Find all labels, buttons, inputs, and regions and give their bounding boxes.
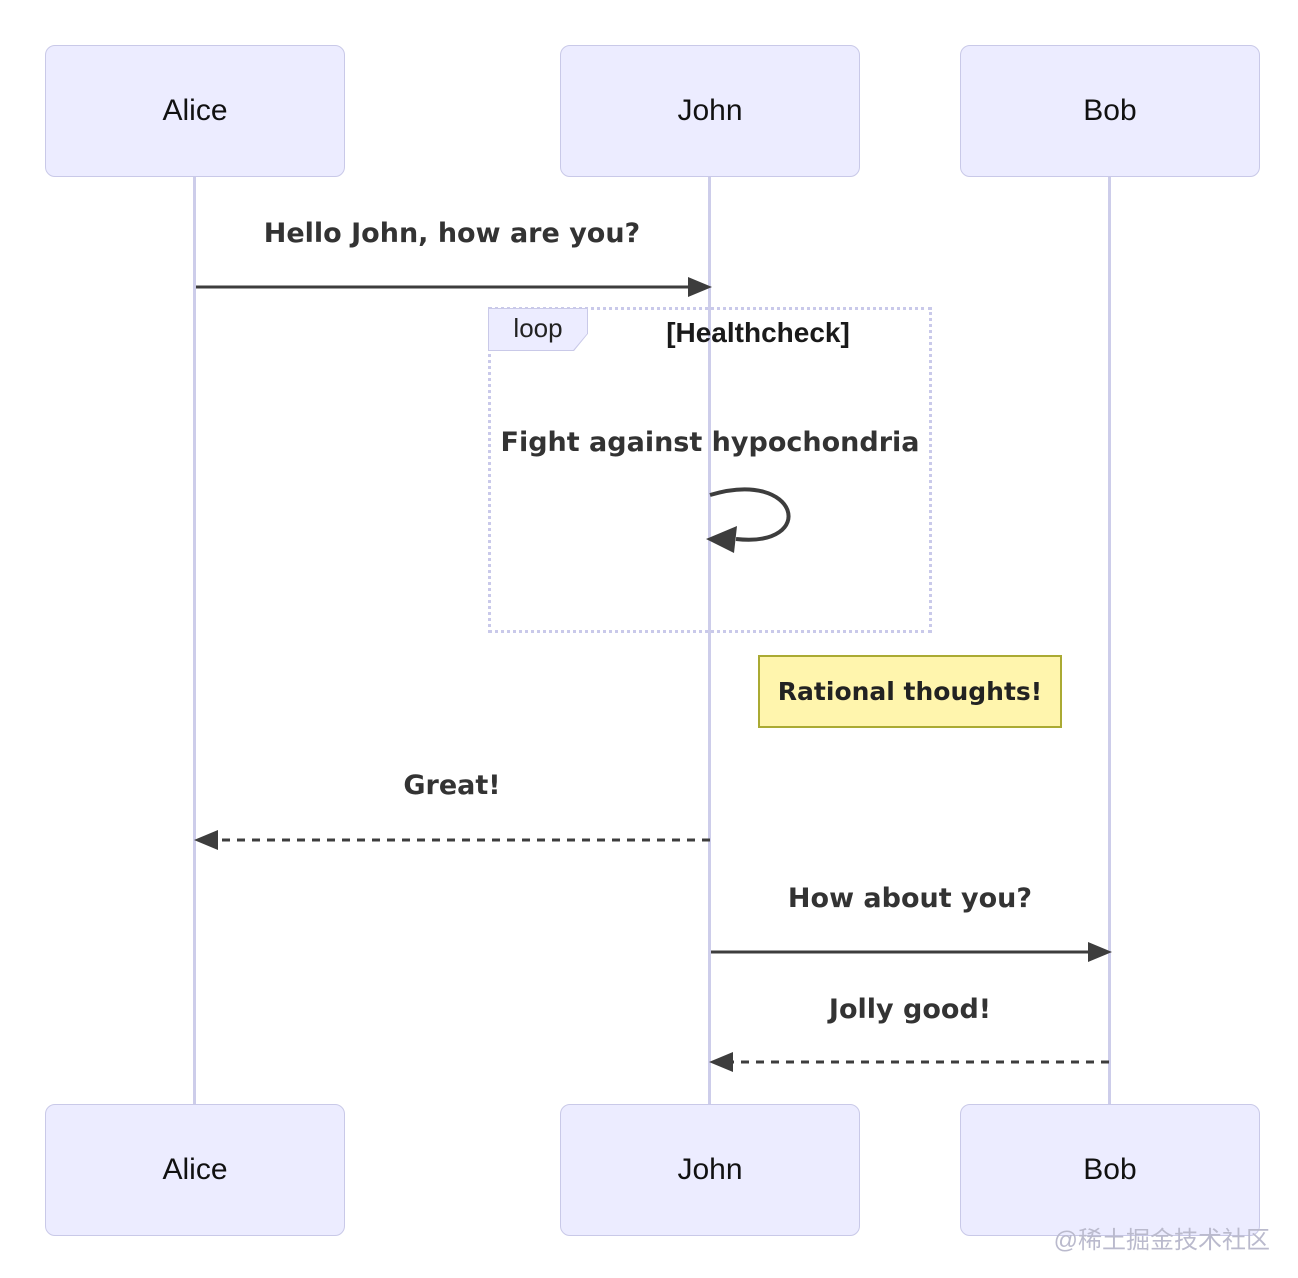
actor-label-bob: Bob	[1083, 94, 1137, 127]
message-label-how-about-you: How about you?	[787, 883, 1033, 914]
message-label-great: Great!	[403, 770, 501, 801]
arrowhead-self-loop	[706, 526, 737, 553]
actor-label-john: John	[677, 94, 743, 127]
actor-box-bob-top: Bob	[960, 45, 1260, 177]
message-label-fight-hypochondria: Fight against hypochondria	[500, 427, 920, 458]
note-box: Rational thoughts!	[758, 655, 1062, 728]
actor-box-john-bottom: John	[560, 1104, 860, 1236]
actor-label-bob-bottom: Bob	[1083, 1153, 1137, 1186]
arrowhead-how-about-you	[1088, 942, 1112, 962]
actor-label-john-bottom: John	[677, 1153, 743, 1186]
loop-label-tab-fill: loop	[489, 309, 587, 350]
arrowhead-jolly-good	[709, 1052, 733, 1072]
lifeline-bob	[1108, 177, 1111, 1105]
loop-label: loop	[513, 313, 563, 343]
arrow-line-self-loop	[709, 487, 791, 542]
message-label-jolly-good: Jolly good!	[828, 994, 992, 1025]
loop-condition-label: [Healthcheck]	[666, 317, 850, 348]
watermark-text: @稀土掘金技术社区	[1053, 1227, 1270, 1254]
arrowhead-great	[194, 830, 218, 850]
actor-box-alice-bottom: Alice	[45, 1104, 345, 1236]
loop-label-tab: loop	[488, 308, 588, 351]
message-label-hello: Hello John, how are you?	[263, 218, 641, 249]
actor-box-alice-top: Alice	[45, 45, 345, 177]
lifeline-alice	[193, 177, 196, 1105]
loop-frame	[488, 307, 932, 633]
actor-label-alice-bottom: Alice	[162, 1153, 228, 1186]
actor-box-bob-bottom: Bob	[960, 1104, 1260, 1236]
arrowhead-hello	[688, 277, 712, 297]
lifeline-john	[708, 177, 711, 1105]
note-label: Rational thoughts!	[777, 677, 1043, 706]
actor-label-alice: Alice	[162, 94, 228, 127]
actor-box-john-top: John	[560, 45, 860, 177]
